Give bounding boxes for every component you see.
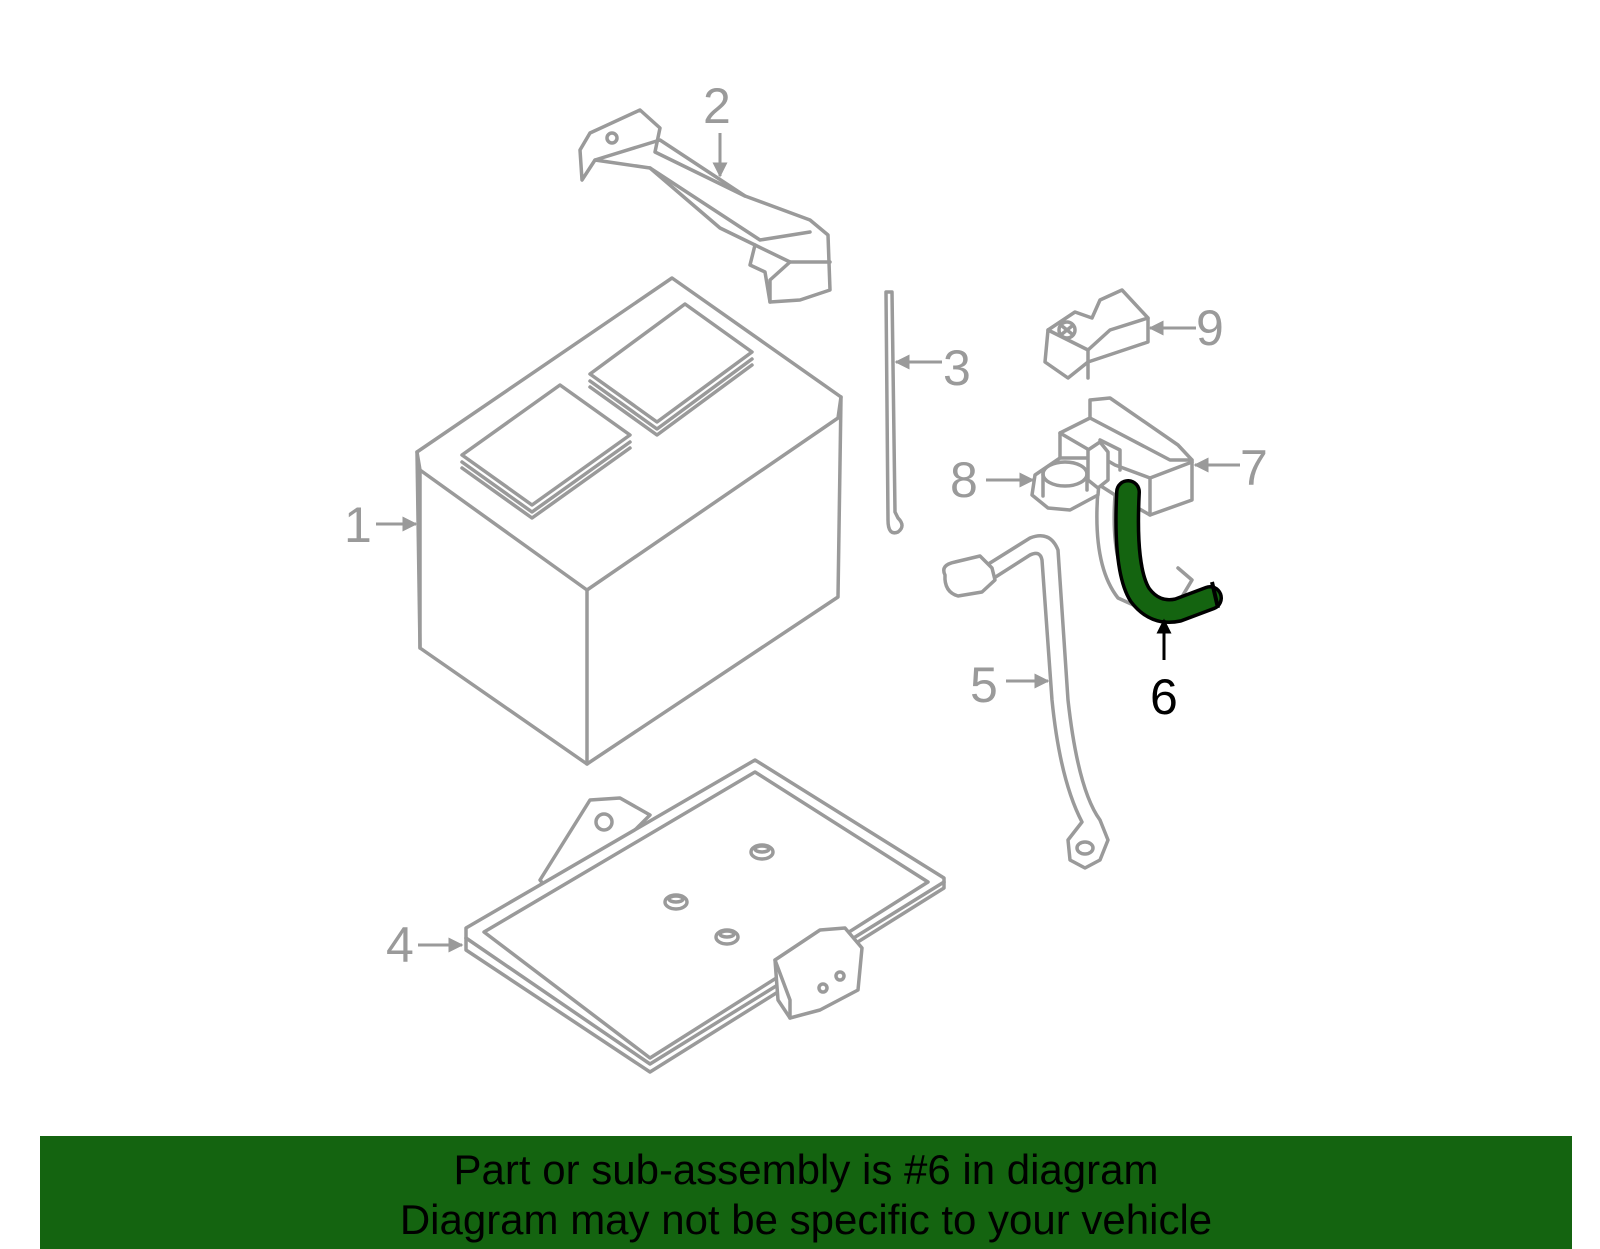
part-2-hold-down-clamp[interactable] <box>578 108 832 304</box>
callout-4: 4 <box>386 917 414 973</box>
part-8-terminal-clamp[interactable] <box>1030 440 1110 512</box>
callout-leaders <box>376 133 1240 953</box>
part-3-hold-down-rod[interactable] <box>884 290 904 535</box>
banner-line-disclaimer: Diagram may not be specific to your vehi… <box>399 1196 1213 1243</box>
part-5-negative-cable[interactable] <box>942 534 1110 870</box>
banner-line-part: Part or sub-assembly is #6 in diagram <box>453 1146 1159 1193</box>
callout-7: 7 <box>1240 440 1268 496</box>
callout-2: 2 <box>703 78 731 134</box>
callout-6: 6 <box>1150 669 1178 725</box>
part-1-battery[interactable] <box>415 276 843 766</box>
part-6-highlighted-cable[interactable] <box>1114 479 1223 624</box>
callout-1: 1 <box>344 497 372 553</box>
callout-9: 9 <box>1196 300 1224 356</box>
part-9-terminal-cover[interactable] <box>1043 288 1150 380</box>
info-banner: Part or sub-assembly is #6 in diagram Di… <box>40 1136 1572 1249</box>
callout-5: 5 <box>970 657 998 713</box>
callout-8: 8 <box>950 452 978 508</box>
callout-3: 3 <box>943 340 971 396</box>
part-4-battery-tray[interactable] <box>464 758 946 1074</box>
